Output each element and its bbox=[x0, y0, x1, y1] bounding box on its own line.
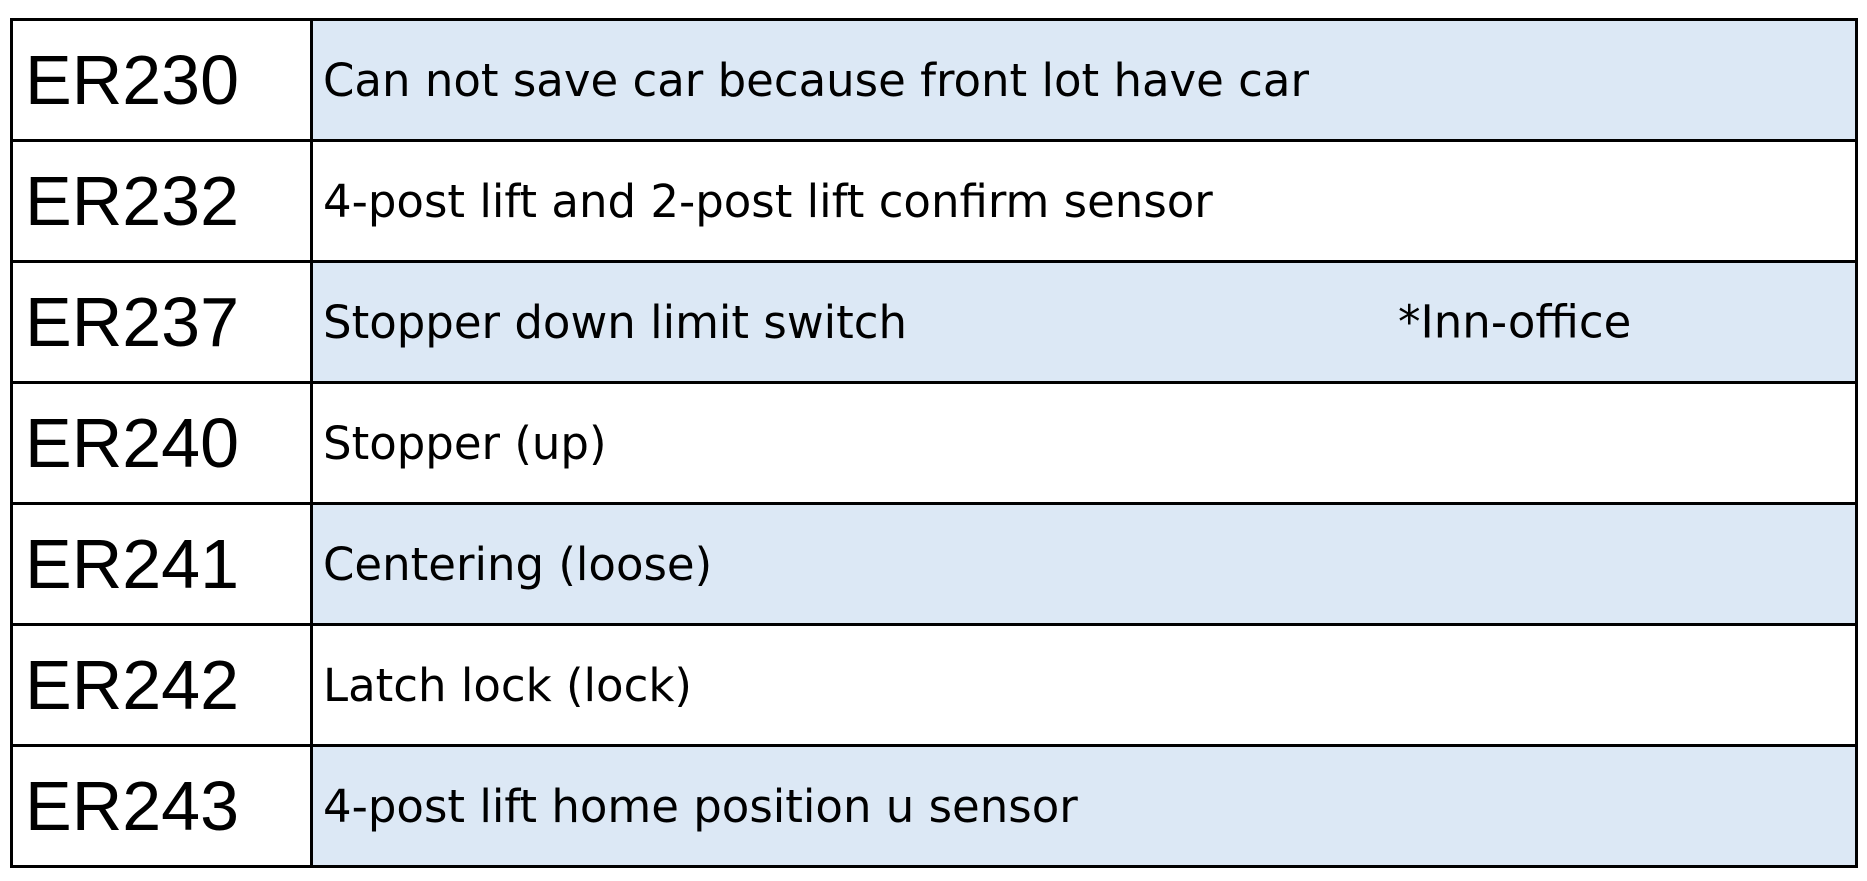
error-code: ER240 bbox=[10, 381, 313, 505]
table-row: ER242 Latch lock (lock) bbox=[10, 623, 1858, 747]
error-description-cell: Can not save car because front lot have … bbox=[310, 18, 1858, 142]
table-row: ER240 Stopper (up) bbox=[10, 381, 1858, 505]
error-description: Latch lock (lock) bbox=[323, 658, 692, 712]
error-description: 4-post lift home position u sensor bbox=[323, 779, 1078, 833]
error-code: ER243 bbox=[10, 744, 313, 868]
error-description-cell: Latch lock (lock) bbox=[310, 623, 1858, 747]
error-description: Stopper (up) bbox=[323, 416, 607, 470]
error-description-cell: Stopper down limit switch *Inn-office bbox=[310, 260, 1858, 384]
table-row: ER237 Stopper down limit switch *Inn-off… bbox=[10, 260, 1858, 384]
error-description-cell: 4-post lift home position u sensor bbox=[310, 744, 1858, 868]
error-description-cell: Stopper (up) bbox=[310, 381, 1858, 505]
table-row: ER243 4-post lift home position u sensor bbox=[10, 744, 1858, 868]
error-description: 4-post lift and 2-post lift confirm sens… bbox=[323, 174, 1213, 228]
error-code: ER242 bbox=[10, 623, 313, 747]
error-code: ER241 bbox=[10, 502, 313, 626]
error-description: Centering (loose) bbox=[323, 537, 713, 591]
error-description: Can not save car because front lot have … bbox=[323, 53, 1309, 107]
table-row: ER230 Can not save car because front lot… bbox=[10, 18, 1858, 142]
error-code: ER232 bbox=[10, 139, 313, 263]
error-description-cell: Centering (loose) bbox=[310, 502, 1858, 626]
error-code: ER230 bbox=[10, 18, 313, 142]
error-description: Stopper down limit switch bbox=[323, 295, 908, 349]
table-row: ER241 Centering (loose) bbox=[10, 502, 1858, 626]
table-row: ER232 4-post lift and 2-post lift confir… bbox=[10, 139, 1858, 263]
error-note: *Inn-office bbox=[1398, 295, 1632, 349]
error-description-cell: 4-post lift and 2-post lift confirm sens… bbox=[310, 139, 1858, 263]
error-code-table: ER230 Can not save car because front lot… bbox=[10, 18, 1858, 868]
error-code: ER237 bbox=[10, 260, 313, 384]
